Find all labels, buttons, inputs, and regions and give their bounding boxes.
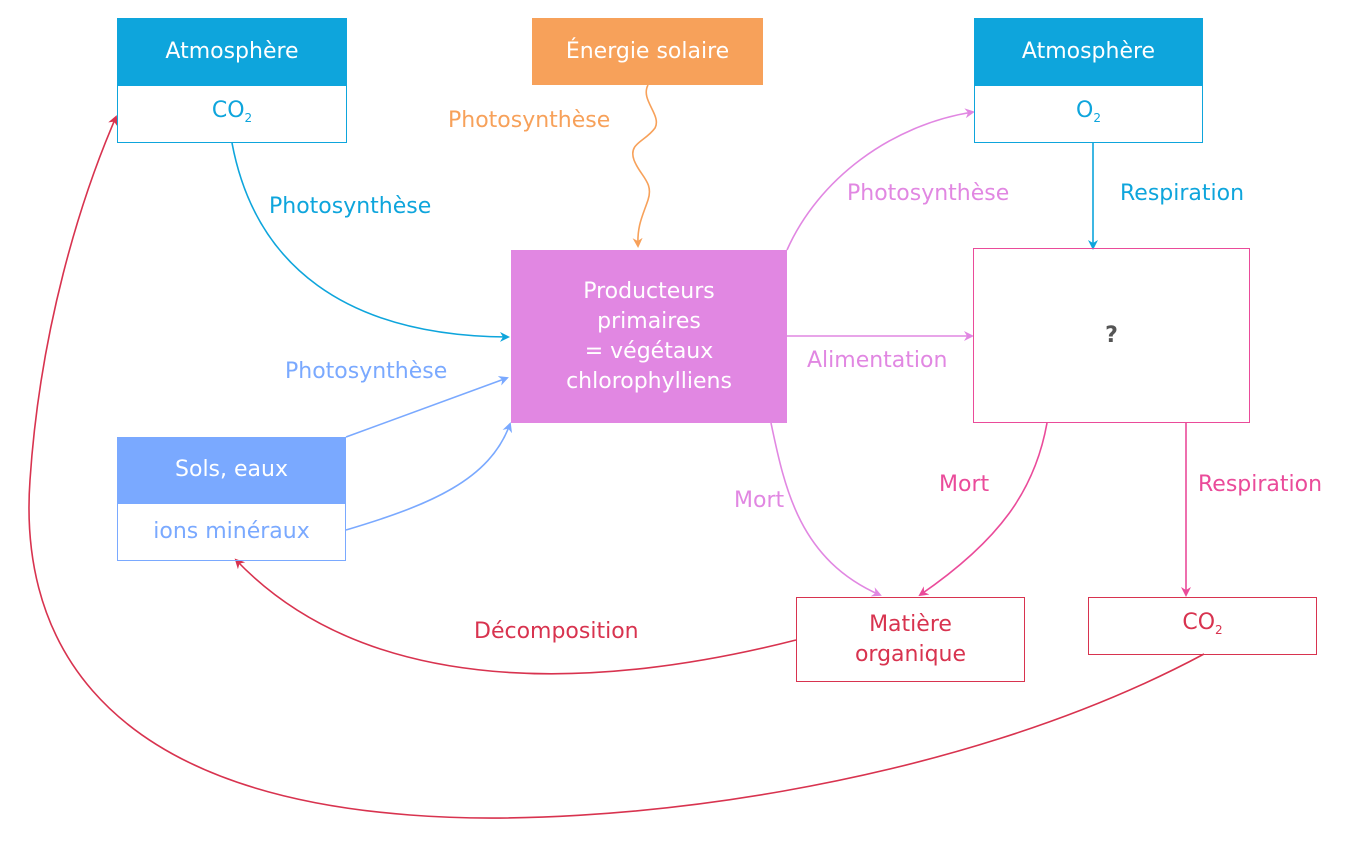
producers-line-3: = végétaux <box>584 338 714 364</box>
label-death-producers: Mort <box>734 488 785 513</box>
atmosphere-left-header: Atmosphère <box>117 18 347 85</box>
atmosphere-left-header-label: Atmosphère <box>165 38 299 64</box>
atmosphere-left-co2: CO2 <box>117 85 347 143</box>
unknown-label: ? <box>1105 322 1118 348</box>
organic-matter-line-2: organique <box>854 641 967 667</box>
solar-energy-box: Énergie solaire <box>532 18 763 85</box>
arrow-producers-death <box>770 422 882 597</box>
arrow-consumers-death <box>918 422 1048 597</box>
atmosphere-right-o2: O2 <box>974 85 1203 143</box>
atmosphere-right-o2-label: O2 <box>1076 97 1101 125</box>
label-alimentation: Alimentation <box>807 348 948 373</box>
soils-header: Sols, eaux <box>117 437 346 503</box>
organic-matter-line-1: Matière <box>869 611 952 637</box>
soils-ions: ions minéraux <box>117 503 346 561</box>
label-photosynthesis-blue: Photosynthèse <box>269 194 432 219</box>
label-respiration-top: Respiration <box>1120 181 1245 206</box>
co2-right-box: CO2 <box>1088 597 1317 655</box>
arrow-decomposition <box>234 558 797 675</box>
label-decomposition: Décomposition <box>474 619 639 644</box>
producers-line-2: primaires <box>597 308 701 334</box>
solar-energy-label: Énergie solaire <box>565 38 730 64</box>
label-death-consumers: Mort <box>939 472 990 497</box>
arrow-producers-to-o2 <box>786 108 975 251</box>
producers-box: Producteurs primaires = végétaux chlorop… <box>511 250 787 423</box>
atmosphere-right-header-label: Atmosphère <box>1021 38 1156 64</box>
producers-line-4: chlorophylliens <box>566 368 732 394</box>
producers-line-1: Producteurs <box>583 278 715 304</box>
soils-ions-label: ions minéraux <box>153 519 310 544</box>
atmosphere-right-header: Atmosphère <box>974 18 1203 85</box>
atmosphere-left-co2-label: CO2 <box>211 97 253 125</box>
arrow-co2-return <box>28 115 1205 819</box>
label-respiration-bottom: Respiration <box>1198 472 1323 497</box>
arrow-co2-to-producers <box>231 142 510 342</box>
label-photosynthesis-orange: Photosynthèse <box>448 108 611 133</box>
organic-matter-box: Matière organique <box>796 597 1025 682</box>
label-photosynthesis-lightblue: Photosynthèse <box>285 359 448 384</box>
arrow-solar-to-producers <box>631 84 658 248</box>
unknown-box: ? <box>973 248 1250 423</box>
label-photosynthesis-violet: Photosynthèse <box>847 181 1010 206</box>
soils-header-label: Sols, eaux <box>175 457 288 482</box>
arrow-soils-to-producers-2 <box>345 422 513 531</box>
arrow-soils-to-producers-1 <box>345 376 509 438</box>
co2-right-label: CO2 <box>1182 609 1223 637</box>
